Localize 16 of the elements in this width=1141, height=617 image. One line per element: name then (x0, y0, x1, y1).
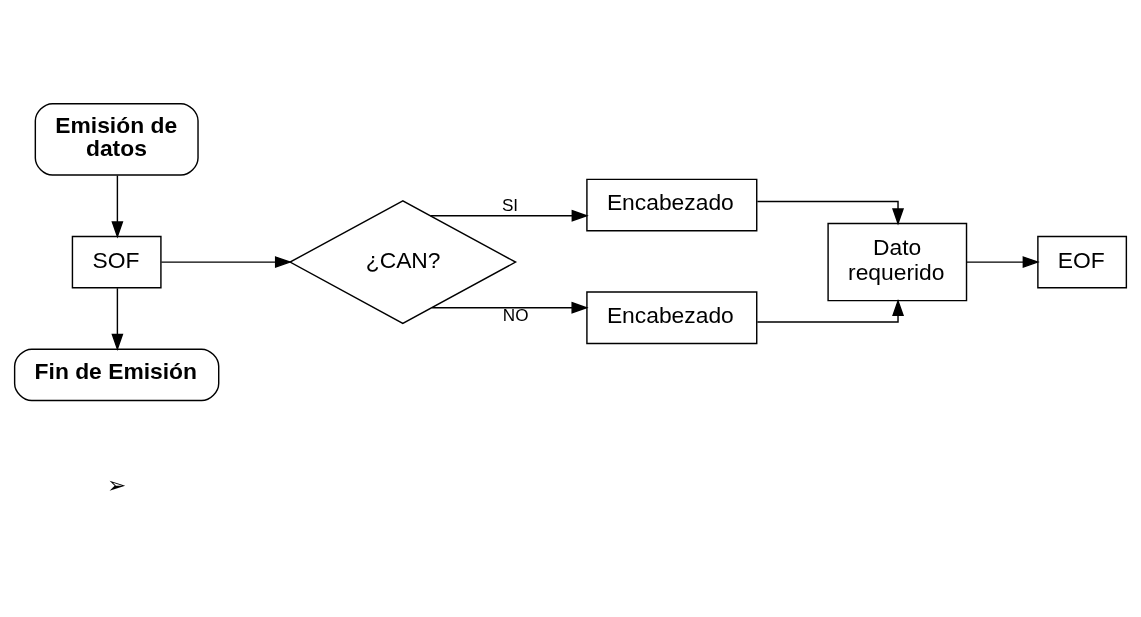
arrow (756, 298, 905, 323)
node-box: SOF (71, 235, 162, 289)
node-box: Emisión de datos (34, 103, 199, 176)
arrow (431, 301, 589, 314)
node-box: Fin de Emisión (13, 348, 220, 402)
node-box: Dato requerido (827, 222, 968, 302)
arrow (756, 200, 905, 226)
node-box: EOF (1037, 235, 1128, 289)
node-box: Encabezado (586, 291, 758, 345)
arrow (429, 209, 589, 222)
arrow (111, 287, 124, 352)
label: ➢ (107, 472, 127, 499)
arrow (160, 256, 293, 269)
arrow (111, 174, 124, 239)
node-box: Encabezado (586, 178, 758, 232)
arrow (965, 256, 1040, 269)
